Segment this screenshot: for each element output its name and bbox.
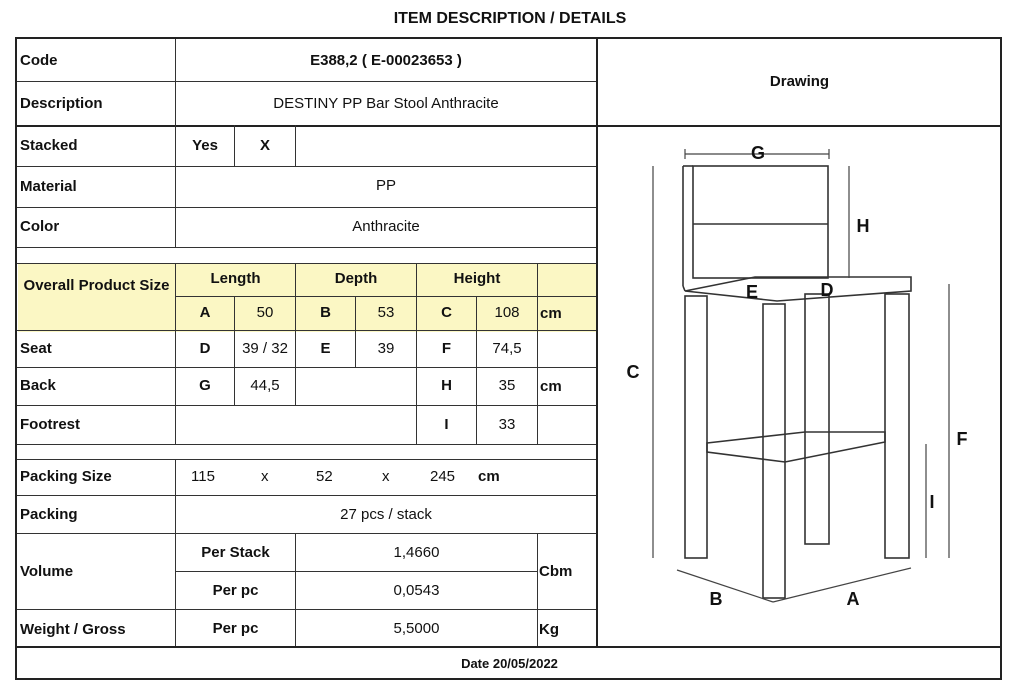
- footrest-outline: [706, 431, 886, 463]
- drawing-label-a: A: [847, 589, 860, 609]
- drawing-label-g: G: [751, 143, 765, 163]
- weight-label: Weight / Gross: [20, 621, 126, 638]
- volume-unit: Cbm: [539, 563, 573, 580]
- dimension-lines: [652, 149, 950, 603]
- leg-back-right: [884, 293, 910, 559]
- dim-i-value: 33: [498, 416, 516, 433]
- back-label: Back: [20, 377, 56, 394]
- leg-front-right: [762, 303, 786, 599]
- backrest-outline: [692, 165, 829, 279]
- drawing-label-d: D: [821, 280, 834, 300]
- description-label: Description: [20, 95, 103, 112]
- leg-back-left: [804, 293, 830, 545]
- date-footer: Date 20/05/2022: [461, 656, 558, 671]
- dim-b-value: 53: [377, 304, 395, 321]
- description-value: DESTINY PP Bar Stool Anthracite: [273, 95, 499, 112]
- code-label: Code: [20, 52, 58, 69]
- dim-d-label: D: [199, 340, 211, 357]
- packing-value: 27 pcs / stack: [340, 506, 432, 523]
- dim-h-label: H: [441, 377, 452, 394]
- weight-value: 5,5000: [393, 620, 440, 637]
- packing-label: Packing: [20, 506, 78, 523]
- dim-f-value: 74,5: [492, 340, 522, 357]
- weight-per-pc-label: Per pc: [212, 620, 259, 637]
- material-label: Material: [20, 178, 77, 195]
- drawing-label-i: I: [929, 492, 934, 512]
- overall-size-highlight: [18, 264, 596, 332]
- packing-width: 52: [316, 468, 333, 485]
- spec-sheet: Code E388,2 ( E-00023653 ) Description D…: [15, 37, 1002, 680]
- drawing-label-b: B: [710, 589, 723, 609]
- packing-sep-1: x: [261, 468, 269, 485]
- packing-sep-2: x: [382, 468, 390, 485]
- dim-i-label: I: [444, 416, 449, 433]
- color-value: Anthracite: [352, 218, 420, 235]
- weight-unit: Kg: [539, 621, 559, 638]
- dim-a-value: 50: [256, 304, 274, 321]
- overall-size-label: Overall Product Size: [23, 277, 170, 294]
- dim-g-label: G: [199, 377, 211, 394]
- per-stack-label: Per Stack: [201, 544, 270, 561]
- volume-per-pc-label: Per pc: [212, 582, 259, 599]
- height-header: Height: [453, 270, 501, 287]
- dim-b-label: B: [320, 304, 331, 321]
- volume-label: Volume: [20, 563, 74, 580]
- page-title: ITEM DESCRIPTION / DETAILS: [393, 10, 627, 27]
- color-label: Color: [20, 218, 60, 235]
- depth-header: Depth: [334, 270, 378, 287]
- drawing-header: Drawing: [769, 73, 830, 90]
- drawing-label-h: H: [857, 216, 870, 236]
- dim-c-label: C: [441, 304, 452, 321]
- stacked-mark: X: [259, 137, 270, 154]
- dim-c-value: 108: [494, 304, 520, 321]
- seat-label: Seat: [20, 340, 52, 357]
- dim-e-value: 39: [377, 340, 395, 357]
- per-stack-value: 1,4660: [393, 544, 440, 561]
- packing-size-unit: cm: [478, 468, 500, 485]
- code-value: E388,2 ( E-00023653 ): [310, 52, 462, 69]
- dim-a-label: A: [199, 304, 211, 321]
- dim-h-value: 35: [498, 377, 516, 394]
- packing-height: 245: [430, 468, 456, 485]
- volume-per-pc-value: 0,0543: [393, 582, 440, 599]
- length-header: Length: [210, 270, 261, 287]
- dim-g-value: 44,5: [250, 377, 280, 394]
- stacked-label: Stacked: [20, 137, 78, 154]
- dim-d-value: 39 / 32: [242, 340, 288, 357]
- drawing-label-e: E: [746, 282, 758, 302]
- drawing-label-f: F: [957, 429, 968, 449]
- overall-unit: cm: [540, 305, 562, 322]
- dim-e-label: E: [320, 340, 331, 357]
- material-value: PP: [375, 177, 396, 194]
- seat-back-unit: cm: [540, 378, 562, 395]
- stacked-yes: Yes: [192, 137, 218, 154]
- seat-outline: [684, 276, 912, 302]
- bar-stool-drawing: G H C E D F I B A: [627, 143, 968, 609]
- drawing-label-c: C: [627, 362, 640, 382]
- footrest-label: Footrest: [20, 416, 80, 433]
- leg-front-left: [684, 295, 708, 559]
- packing-size-label: Packing Size: [20, 468, 112, 485]
- dim-f-label: F: [441, 340, 452, 357]
- packing-length: 115: [191, 468, 215, 485]
